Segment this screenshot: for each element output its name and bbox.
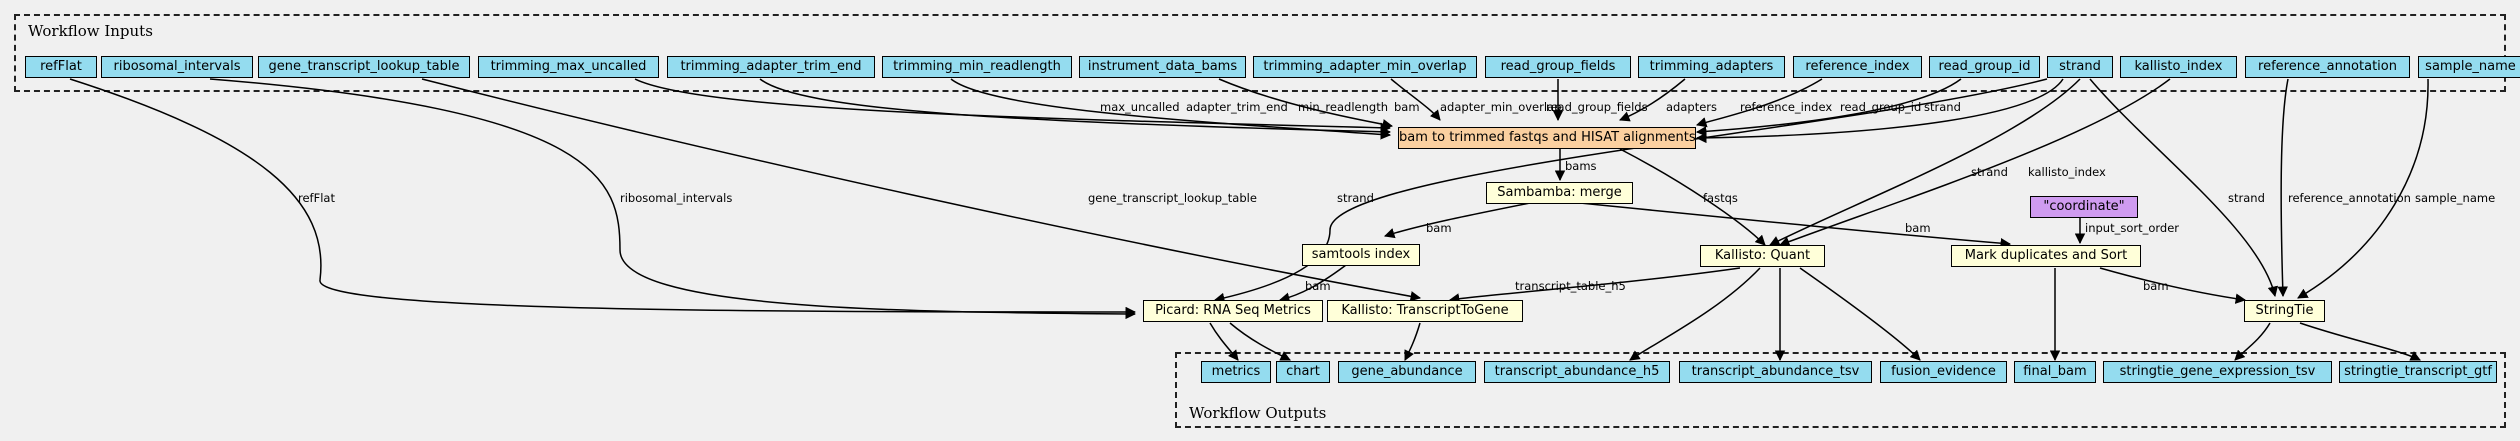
edge-label-bam-samtools: bam xyxy=(1426,221,1452,235)
input-strand[interactable]: strand xyxy=(2047,56,2113,78)
input-reference-annotation[interactable]: reference_annotation xyxy=(2245,56,2410,78)
edge-strand-trim xyxy=(1695,78,2064,144)
step-coordinate-literal[interactable]: "coordinate" xyxy=(2030,196,2138,218)
edge-bam-stringtie xyxy=(2099,267,2247,304)
edge-bam-samtools xyxy=(1383,202,1531,239)
edge-label-adapters: adapters xyxy=(1666,100,1717,114)
edge-label-reference-annotation: reference_annotation xyxy=(2288,191,2411,205)
edge-label-strand-stringtie: strand xyxy=(2228,191,2265,205)
edge-label-bam-stringtie: bam xyxy=(2143,279,2169,293)
edge-label-bams: bams xyxy=(1565,159,1597,173)
step-kallisto-quant[interactable]: Kallisto: Quant xyxy=(1700,245,1825,267)
edge-t2g-gene xyxy=(1404,322,1421,361)
edge-label-sample-name: sample_name xyxy=(2415,191,2496,205)
edge-label-bam-markdup: bam xyxy=(1905,221,1931,235)
input-gene-transcript-lookup-table[interactable]: gene_transcript_lookup_table xyxy=(258,56,470,78)
edge-adapters xyxy=(1619,78,1686,122)
edge-refflat xyxy=(69,78,1137,318)
edge-label-fastqs: fastqs xyxy=(1703,191,1738,205)
edge-label-adapter-min-overlap: adapter_min_overlap xyxy=(1440,100,1562,114)
edge-ribosomal-intervals xyxy=(209,78,1137,320)
input-trimming-adapter-min-overlap[interactable]: trimming_adapter_min_overlap xyxy=(1253,56,1477,78)
input-ribosomal-intervals[interactable]: ribosomal_intervals xyxy=(101,56,253,78)
edge-adapter-min-overlap xyxy=(1390,78,1441,121)
input-kallisto-index[interactable]: kallisto_index xyxy=(2120,56,2237,78)
input-trimming-max-uncalled[interactable]: trimming_max_uncalled xyxy=(478,56,659,78)
input-refflat[interactable]: refFlat xyxy=(25,56,97,78)
edge-label-transcript-table-h5: transcript_table_h5 xyxy=(1515,279,1626,293)
edge-label-read-group-fields: read_group_fields xyxy=(1546,100,1648,114)
edge-st-gene-tsv xyxy=(2234,322,2271,361)
output-stringtie-gene-expression-tsv[interactable]: stringtie_gene_expression_tsv xyxy=(2103,361,2332,383)
step-sambamba-merge[interactable]: Sambamba: merge xyxy=(1486,182,1633,204)
edge-label-gene-transcript-lookup: gene_transcript_lookup_table xyxy=(1088,191,1257,205)
edge-label-adapter-trim-end: adapter_trim_end xyxy=(1186,100,1288,114)
edge-label-kallisto-index: kallisto_index xyxy=(2028,165,2106,179)
step-kallisto-transcript-to-gene[interactable]: Kallisto: TranscriptToGene xyxy=(1327,300,1523,322)
edge-label-strand-kallisto: strand xyxy=(1971,165,2008,179)
edge-strand-picard xyxy=(1213,78,2048,304)
edge-strand-stringtie xyxy=(2089,78,2279,298)
edge-gene-transcript-lookup xyxy=(421,78,1422,302)
step-mark-duplicates-sort[interactable]: Mark duplicates and Sort xyxy=(1951,245,2141,267)
edge-picard-metrics xyxy=(1209,322,1239,361)
edge-bam xyxy=(1218,78,1394,130)
edge-bam-picard xyxy=(1278,261,1351,303)
edge-label-min-readlength: min_readlength xyxy=(1298,100,1388,114)
output-stringtie-transcript-gtf[interactable]: stringtie_transcript_gtf xyxy=(2339,361,2497,383)
output-fusion-evidence[interactable]: fusion_evidence xyxy=(1880,361,2007,383)
edge-label-input-sort-order: input_sort_order xyxy=(2085,221,2180,235)
edge-label-max-uncalled: max_uncalled xyxy=(1100,100,1180,114)
input-trimming-min-readlength[interactable]: trimming_min_readlength xyxy=(882,56,1072,78)
step-picard-rnaseq-metrics[interactable]: Picard: RNA Seq Metrics xyxy=(1143,300,1323,322)
edge-transcript-table-h5 xyxy=(1448,267,1741,304)
edge-label-reference-index: reference_index xyxy=(1740,100,1833,114)
edge-sample-name xyxy=(2297,78,2429,299)
output-final-bam[interactable]: final_bam xyxy=(2014,361,2096,383)
edge-label-strand-picard: strand xyxy=(1337,191,1374,205)
edge-label-strand-trim: strand xyxy=(1924,100,1961,114)
edge-kq-h5 xyxy=(1629,267,1761,361)
edge-reference-annotation xyxy=(2277,78,2289,298)
input-reference-index[interactable]: reference_index xyxy=(1793,56,1922,78)
edge-picard-chart xyxy=(1229,322,1291,361)
output-transcript-abundance-h5[interactable]: transcript_abundance_h5 xyxy=(1484,361,1670,383)
output-gene-abundance[interactable]: gene_abundance xyxy=(1338,361,1476,383)
edge-label-read-group-id: read_group_id xyxy=(1840,100,1922,114)
edge-kallisto-index xyxy=(1779,78,2171,247)
workflow-outputs-cluster: Workflow Outputs xyxy=(1175,352,2506,428)
edge-min-readlength xyxy=(950,78,1392,140)
input-trimming-adapters[interactable]: trimming_adapters xyxy=(1638,56,1785,78)
edge-strand-kallisto xyxy=(1769,78,2081,246)
workflow-outputs-title: Workflow Outputs xyxy=(1189,404,1327,422)
input-instrument-data-bams[interactable]: instrument_data_bams xyxy=(1079,56,1246,78)
edge-kq-fusion xyxy=(1799,267,1921,361)
output-transcript-abundance-tsv[interactable]: transcript_abundance_tsv xyxy=(1679,361,1872,383)
edge-label-ribosomal-intervals: ribosomal_intervals xyxy=(620,191,733,205)
edge-reference-index xyxy=(1695,78,1823,128)
step-trim-hisat[interactable]: bam to trimmed fastqs and HISAT alignmen… xyxy=(1398,127,1696,149)
edge-bam-markdup xyxy=(1579,202,2012,249)
edge-adapter-trim-end xyxy=(759,78,1392,138)
input-read-group-id[interactable]: read_group_id xyxy=(1929,56,2040,78)
output-chart[interactable]: chart xyxy=(1276,361,1330,383)
workflow-inputs-title: Workflow Inputs xyxy=(28,22,153,40)
input-trimming-adapter-trim-end[interactable]: trimming_adapter_trim_end xyxy=(667,56,875,78)
workflow-inputs-cluster: Workflow Inputs xyxy=(14,14,2506,92)
input-read-group-fields[interactable]: read_group_fields xyxy=(1485,56,1631,78)
edge-st-gtf xyxy=(2299,322,2421,361)
edge-read-group-id xyxy=(1695,78,1962,137)
input-sample-name[interactable]: sample_name xyxy=(2418,56,2520,78)
step-stringtie[interactable]: StringTie xyxy=(2244,300,2325,322)
step-samtools-index[interactable]: samtools index xyxy=(1302,244,1420,266)
edge-label-refflat: refFlat xyxy=(298,191,335,205)
edge-label-bam: bam xyxy=(1394,100,1420,114)
output-metrics[interactable]: metrics xyxy=(1201,361,1271,383)
edge-label-bam-picard: bam xyxy=(1305,279,1331,293)
edge-fastqs xyxy=(1619,148,1766,246)
